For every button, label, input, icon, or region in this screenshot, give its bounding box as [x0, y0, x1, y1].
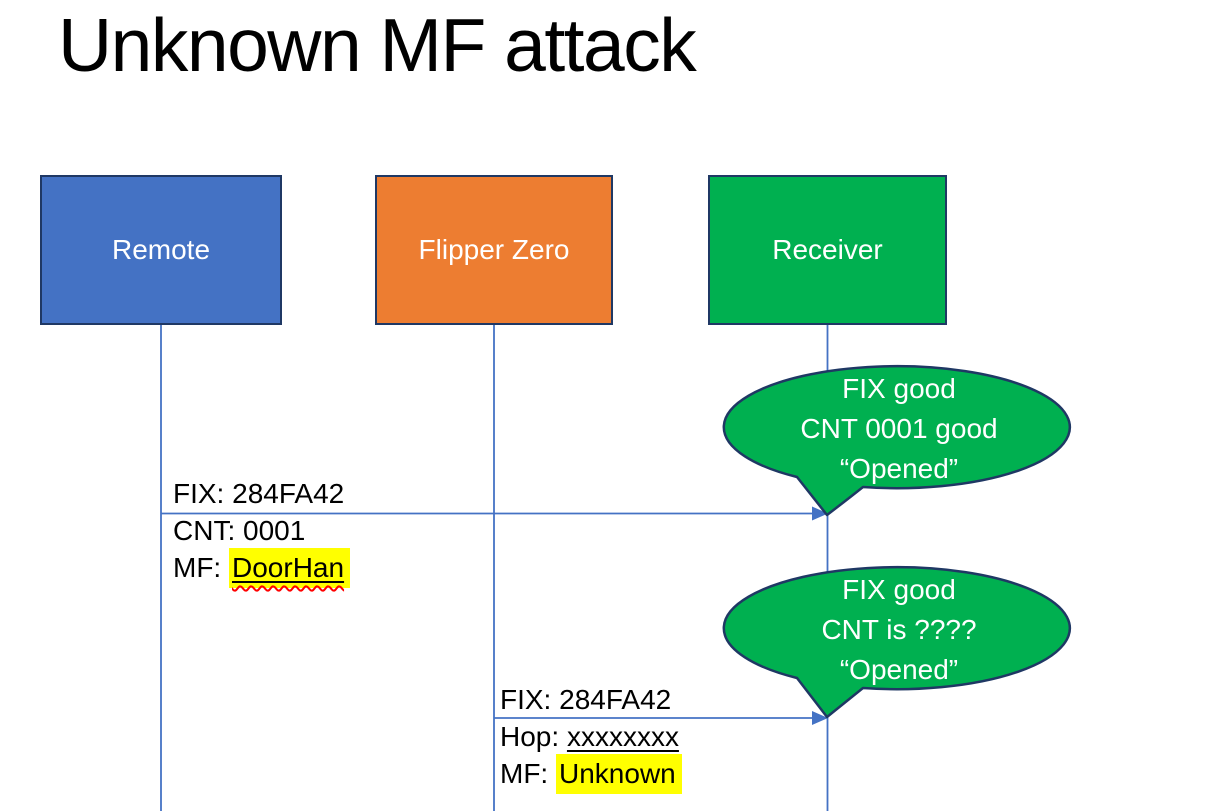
- message-1-fix-line: FIX: 284FA42: [173, 478, 345, 509]
- message-1-label: FIX: 284FA42 CNT: 0001 MF: DoorHan: [173, 475, 351, 588]
- message-arrow-1-head: [812, 506, 828, 521]
- bubble-2-line-2: CNT is ????: [821, 614, 977, 645]
- message-1-mf-prefix: MF:: [173, 552, 229, 583]
- speech-bubble-2-text: FIX good CNT is ???? “Opened”: [726, 570, 1072, 690]
- actor-box-remote: Remote: [40, 175, 282, 325]
- message-arrow-2-head: [812, 711, 828, 725]
- actor-label-receiver: Receiver: [772, 234, 883, 265]
- speech-bubble-1-shape: [722, 364, 1072, 517]
- message-2-hop-prefix: Hop:: [500, 721, 567, 752]
- actor-box-flipper-zero: Flipper Zero: [375, 175, 613, 325]
- bubble-1-line-3: “Opened”: [839, 453, 959, 484]
- message-1-cnt-line: CNT: 0001: [173, 515, 306, 546]
- message-2-label: FIX: 284FA42 Hop: xxxxxxxx MF: Unknown: [500, 681, 682, 794]
- message-2-hop-line: Hop: xxxxxxxx: [500, 718, 682, 755]
- message-2-hop-value: xxxxxxxx: [566, 721, 679, 752]
- bubble-1-line-1: FIX good: [842, 373, 956, 404]
- message-2-fix-line: FIX: 284FA42: [500, 684, 672, 715]
- message-2-mf-line: MF: Unknown: [500, 754, 682, 794]
- actor-box-receiver: Receiver: [708, 175, 947, 325]
- slide-title: Unknown MF attack: [58, 3, 697, 87]
- bubble-2-line-3: “Opened”: [839, 654, 959, 685]
- bubble-2-line-1: FIX good: [842, 574, 956, 605]
- actor-label-flipper-zero: Flipper Zero: [418, 234, 570, 265]
- speech-bubble-2-shape: [722, 565, 1072, 719]
- message-2-mf-prefix: MF:: [500, 758, 556, 789]
- message-1-mf-value-highlight: DoorHan: [229, 548, 351, 588]
- message-2-mf-value: Unknown: [556, 754, 682, 794]
- message-1-mf-value: DoorHan: [232, 552, 345, 583]
- actor-label-remote: Remote: [111, 234, 211, 265]
- message-2-hop-value-underline: xxxxxxxx: [567, 721, 679, 752]
- speech-bubble-1-text: FIX good CNT 0001 good “Opened”: [726, 369, 1072, 489]
- bubble-1-line-2: CNT 0001 good: [800, 413, 998, 444]
- message-1-mf-line: MF: DoorHan: [173, 548, 351, 588]
